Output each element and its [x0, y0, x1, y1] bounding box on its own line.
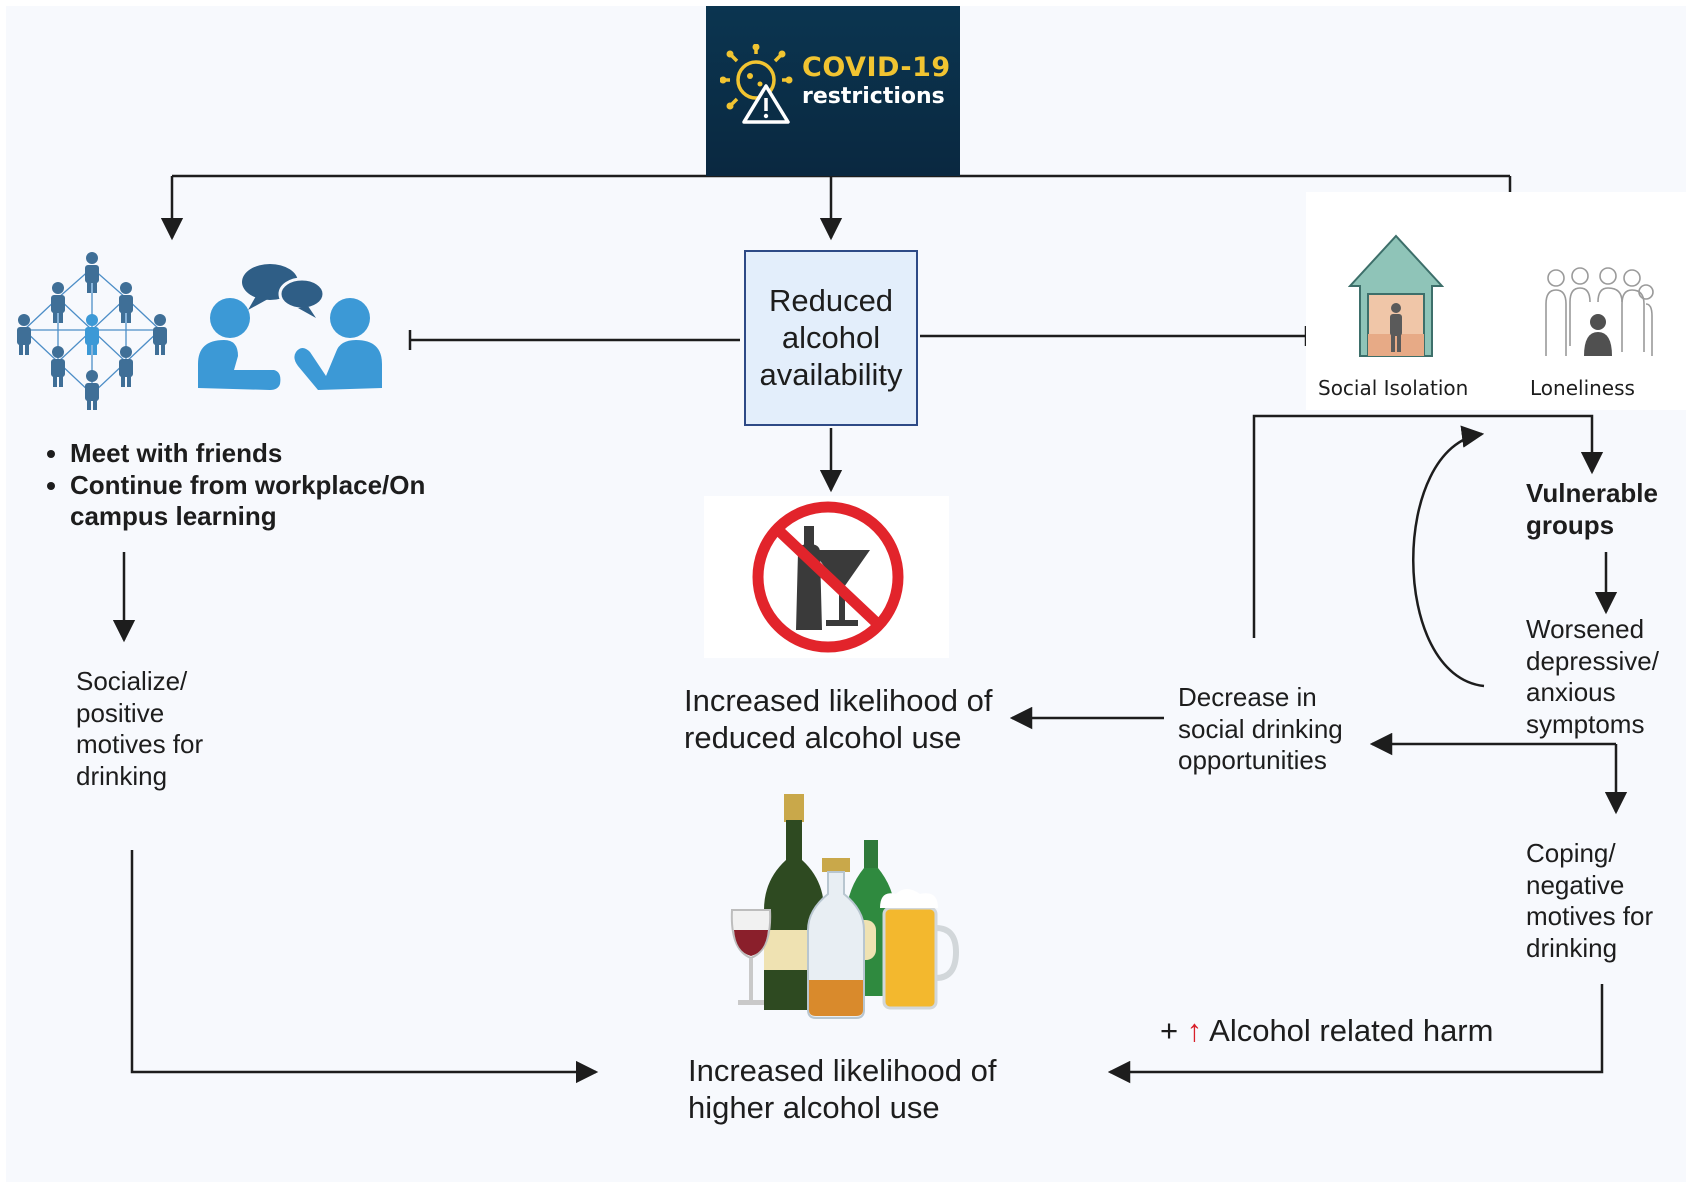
arrow-motives-to-higher — [130, 850, 599, 1084]
social-activities-list: Meet with friends Continue from workplac… — [34, 438, 490, 533]
reduced-availability-box: Reduced alcohol availability — [744, 250, 918, 426]
bullet-workplace-campus: Continue from workplace/On campus learni… — [70, 470, 490, 533]
covid-title: COVID-19 — [802, 52, 951, 83]
arrow-coping-to-higher — [1107, 984, 1604, 1084]
isolation-loneliness-panel: Social Isolation Loneliness — [1306, 192, 1686, 410]
diagram-canvas: COVID-19 restrictions Reduced alcohol av… — [6, 6, 1686, 1182]
positive-motives-text: Socialize/ positive motives for drinking — [76, 666, 204, 792]
conversation-icon — [198, 264, 382, 390]
house-isolation-icon — [1348, 234, 1444, 357]
social-network-icon — [17, 252, 167, 410]
vulnerable-groups-text: Vulnerable groups — [1526, 478, 1658, 540]
plus-symbol: + — [1160, 1013, 1179, 1048]
arrow-symptoms-loop — [1412, 425, 1485, 688]
loneliness-label: Loneliness — [1530, 376, 1635, 400]
higher-use-text: Increased likelihood of higher alcohol u… — [688, 1053, 997, 1126]
alcohol-harm-row: + ↑ Alcohol related harm — [1160, 1012, 1493, 1050]
coping-motives-text: Coping/ negative motives for drinking — [1526, 838, 1654, 964]
reduced-use-text: Increased likelihood of reduced alcohol … — [684, 683, 993, 756]
decrease-opportunities-text: Decrease in social drinking opportunitie… — [1178, 682, 1343, 776]
covid-restrictions-box: COVID-19 restrictions — [706, 6, 960, 176]
connector-lines — [112, 174, 1628, 1084]
bullet-meet-friends: Meet with friends — [70, 438, 490, 470]
worsened-symptoms-text: Worsened depressive/ anxious symptoms — [1526, 614, 1659, 740]
no-alcohol-icon — [752, 501, 904, 653]
alcohol-bottles-icon — [730, 794, 960, 1019]
arrow-isolation-split — [1252, 414, 1604, 638]
social-isolation-label: Social Isolation — [1318, 376, 1469, 400]
alcohol-harm-text: Alcohol related harm — [1209, 1013, 1494, 1048]
no-alcohol-panel — [704, 496, 949, 658]
up-arrow-icon: ↑ — [1186, 1013, 1203, 1048]
covid-subtitle: restrictions — [802, 84, 945, 109]
virus-warning-icon — [720, 44, 793, 124]
loneliness-crowd-icon — [1545, 267, 1654, 356]
